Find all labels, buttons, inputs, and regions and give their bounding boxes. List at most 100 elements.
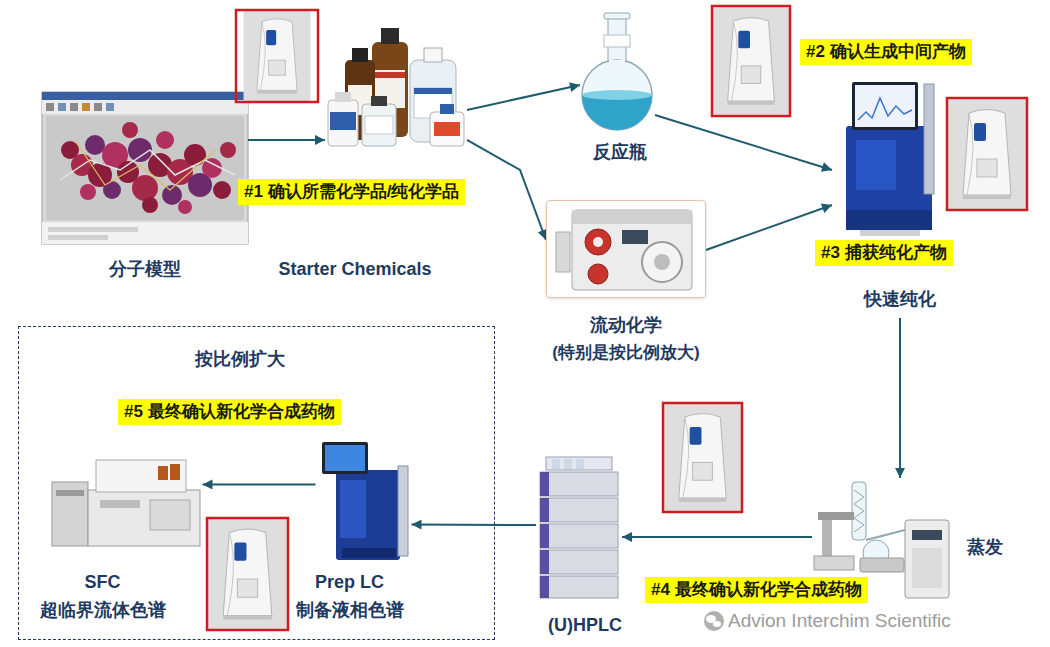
watermark: Advion Interchim Scientific [728, 610, 951, 633]
chemical-bottles [328, 100, 358, 146]
molecule-screenshot [178, 200, 192, 214]
flow-arrow [706, 205, 832, 250]
starter-chemicals-box: Starter Chemicals [325, 28, 467, 148]
hplc-instrument [576, 459, 584, 469]
flow-chemistry-box: 流动化学(特别是按比例放大) [546, 200, 706, 298]
molecule-screenshot [184, 144, 206, 166]
prep-lc-instrument [336, 470, 400, 560]
step-label: #3 捕获纯化产物 [815, 240, 953, 266]
caption: 分子模型 [109, 259, 181, 281]
flash-purification-instrument [858, 98, 912, 120]
caption: 蒸发 [967, 537, 1003, 559]
mass-spec-icon [207, 6, 1027, 630]
caption: SFC [85, 572, 121, 594]
hplc-instrument [540, 524, 618, 548]
chemical-bottles [362, 104, 396, 146]
prep-lc-instrument [322, 442, 408, 560]
step-label: #2 确认生成中间产物 [800, 39, 972, 65]
chemical-bottles [375, 72, 405, 78]
molecule-screenshot [85, 135, 105, 155]
caption: 反应瓶 [593, 142, 647, 164]
molecule-screenshot [42, 222, 248, 244]
flow-chemistry-device [556, 210, 692, 290]
mass-spec-icon [947, 99, 1027, 209]
connector-group [203, 85, 901, 537]
reaction-flask [609, 60, 625, 70]
molecule-screenshot [42, 92, 248, 100]
flash-purification-instrument [846, 126, 932, 230]
prep-lc-box: Prep LC制备液相色谱 [316, 440, 412, 562]
hplc-instrument [540, 472, 549, 496]
chemical-bottles [335, 92, 351, 102]
caption: Starter Chemicals [278, 259, 431, 281]
sfc-instrument [52, 482, 88, 546]
molecule-screenshot [42, 92, 248, 244]
rotary-evaporator [860, 558, 904, 572]
mass-spec-icon [244, 10, 311, 102]
flow-arrow [248, 139, 325, 141]
rotary-evaporator [905, 520, 949, 598]
caption: 快速纯化 [864, 289, 936, 311]
chemical-bottles [328, 28, 464, 146]
chemical-bottles [352, 48, 368, 62]
flash-purification-instrument [846, 210, 932, 230]
prep-lc-instrument [340, 480, 366, 538]
chemical-bottles [440, 104, 454, 114]
reaction-flask [582, 90, 652, 100]
mass-spec-icon [207, 518, 288, 629]
molecule-screenshot [46, 103, 54, 111]
caption: 制备液相色谱 [296, 600, 404, 622]
flash-purification-instrument [856, 140, 896, 190]
molecule-screenshot [60, 150, 235, 180]
hplc-instrument [540, 550, 618, 574]
flow-chemistry-device [654, 254, 670, 270]
flow-arrow [467, 85, 580, 110]
molecule-screenshot [128, 138, 152, 162]
chemical-bottles [434, 122, 460, 136]
molecule-screenshot [213, 181, 231, 199]
chemical-bottles [371, 96, 387, 106]
flash-purification-box: 快速纯化 [832, 78, 944, 318]
molecule-screenshot [80, 184, 96, 200]
flash-purification-instrument [860, 230, 920, 236]
mass-spec-icon [236, 10, 318, 102]
mass-spec-icon [663, 403, 742, 512]
molecule-screenshot [202, 158, 222, 178]
group-title: 按比例扩大 [195, 349, 285, 371]
flow-chemistry-device [572, 210, 692, 224]
flash-purification-instrument [855, 85, 915, 127]
reaction-flask [604, 35, 630, 47]
rotary-evaporator [818, 512, 854, 520]
chemical-bottles [381, 28, 399, 44]
molecule-screenshot [42, 92, 248, 244]
flash-purification-instrument [924, 84, 934, 194]
reaction-flask [582, 13, 652, 130]
sfc-instrument [96, 460, 186, 492]
flow-arrow [622, 536, 812, 538]
molecule-screenshot [70, 103, 78, 111]
step-label: #4 最终确认新化学合成药物 [645, 577, 868, 603]
hplc-instrument [546, 457, 612, 470]
prep-lc-instrument [398, 466, 408, 556]
flash-purification-instrument [846, 82, 934, 236]
sfc-instrument [150, 500, 190, 530]
flow-chemistry-device [588, 264, 608, 284]
hplc-instrument [540, 576, 549, 598]
hplc-instrument [564, 459, 572, 469]
rotary-evaporator [854, 490, 864, 532]
hplc-instrument [540, 457, 618, 598]
hplc-instrument [540, 472, 618, 496]
mass-spec-icon [712, 6, 790, 116]
hplc-instrument [540, 498, 549, 522]
molecule-screenshot [103, 181, 121, 199]
caption: (U)HPLC [548, 615, 622, 637]
mass-spec-icon [207, 518, 288, 630]
caption: 流动化学 [590, 315, 662, 337]
rotary-evaporator [912, 530, 942, 540]
hplc-instrument [540, 576, 618, 598]
sfc-instrument [100, 500, 140, 508]
molecule-screenshot [82, 103, 90, 111]
prep-lc-instrument [325, 445, 365, 471]
chemical-bottles [430, 112, 464, 146]
